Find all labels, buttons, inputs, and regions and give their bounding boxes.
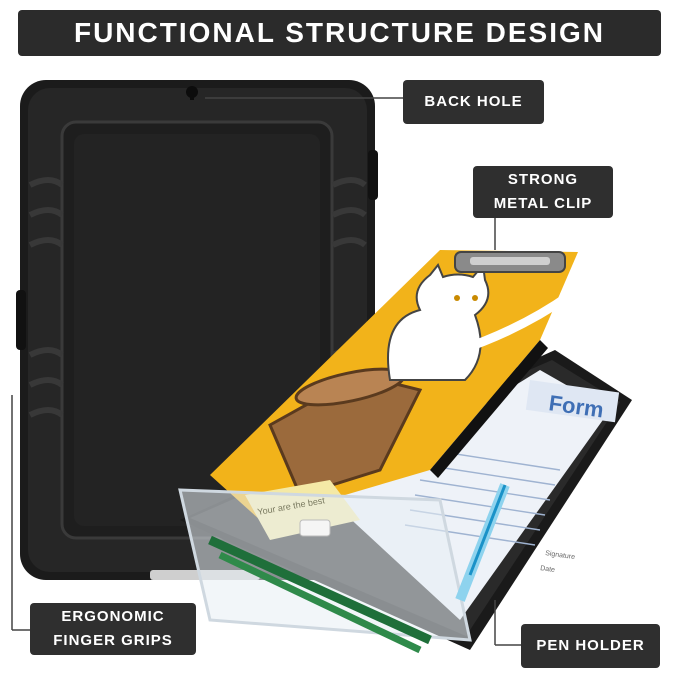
form-field-signature: Signature [545,550,576,561]
pen-holder-label: PEN HOLDER [521,624,660,668]
metal-clip-text-1: STRONG [507,171,579,188]
metal-clip-label: STRONG METAL CLIP [473,166,613,218]
finger-grips-text-1: ERGONOMIC [61,608,165,625]
form-field-date: Date [540,565,556,574]
metal-clip-text-2: METAL CLIP [493,195,593,212]
pen-holder-text: PEN HOLDER [536,637,645,654]
finger-grips-text-2: FINGER GRIPS [53,632,173,649]
back-hole-text: BACK HOLE [424,93,523,110]
back-hole-label: BACK HOLE [403,80,544,124]
back-hole-icon [186,86,198,100]
title-banner: FUNCTIONAL STRUCTURE DESIGN [18,10,661,56]
page-title: FUNCTIONAL STRUCTURE DESIGN [73,17,606,48]
clipboard-front [178,250,632,654]
pen-icon [455,483,510,602]
metal-clip-icon [454,251,566,273]
finger-grips-label: ERGONOMIC FINGER GRIPS [30,603,196,655]
